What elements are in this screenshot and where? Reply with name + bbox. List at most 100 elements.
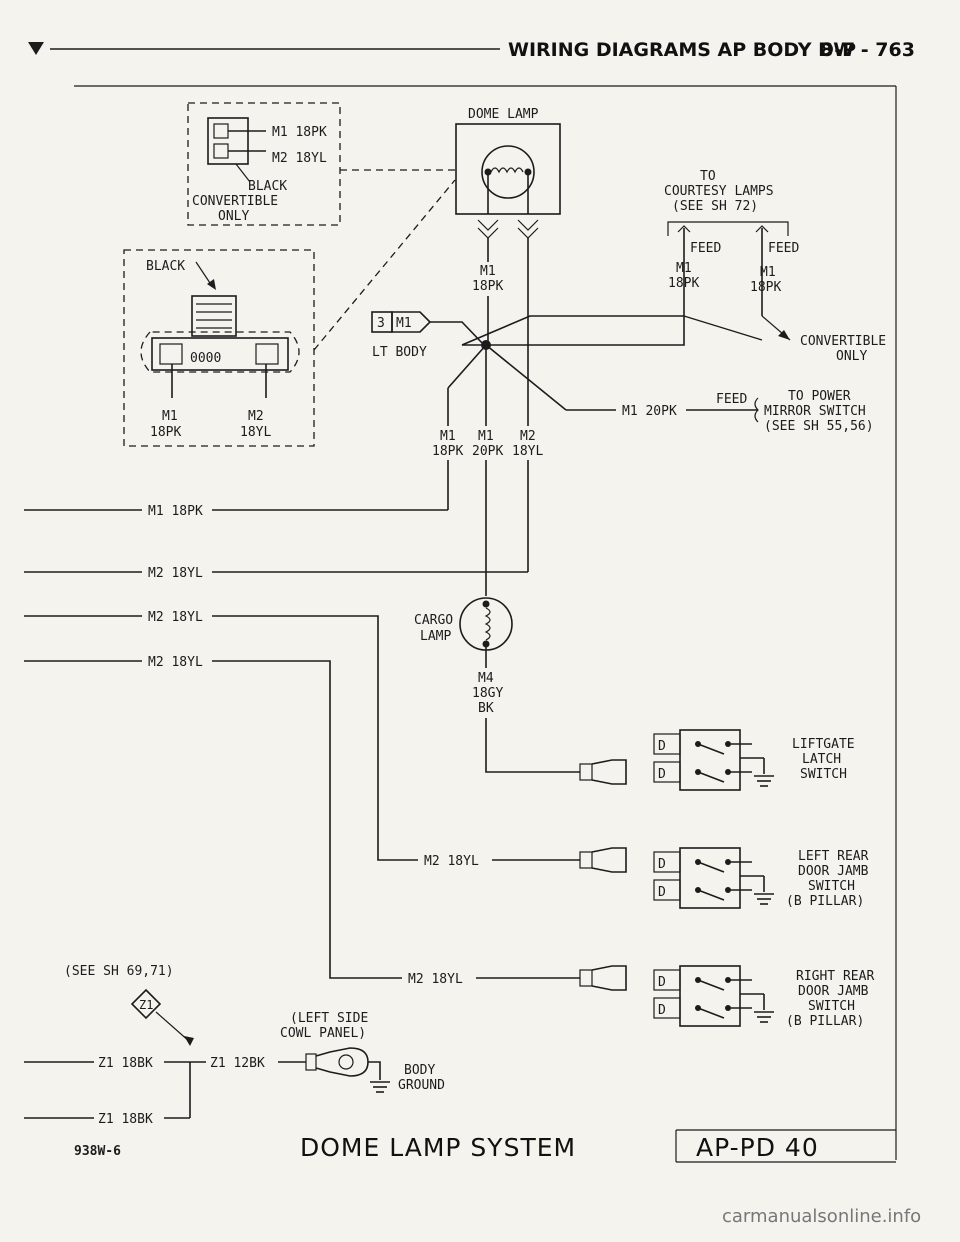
lamp-pin2-wire: 18YL [240, 425, 271, 440]
liftgate-line3: SWITCH [800, 767, 847, 782]
svg-text:D: D [658, 767, 666, 782]
convertible-color-label: BLACK [248, 179, 287, 194]
courtesy-w1-wire: 18PK [668, 276, 699, 291]
svg-text:D: D [658, 1003, 666, 1018]
dome-left-circuit: M1 [480, 264, 496, 279]
trunk-c2: M1 [478, 429, 494, 444]
lamp-pin1-wire: 18PK [150, 425, 181, 440]
cargo-wire3: BK [478, 701, 494, 716]
trunk-labels: M1 M1 M2 18PK 20PK 18YL [432, 429, 543, 459]
left-rear-switch: M2 18YL D D LEFT REAR DOOR JAMB SWITCH (… [424, 847, 869, 909]
ground-section: (SEE SH 69,71) Z1 Z1 18BK Z1 12BK Z1 18B… [24, 964, 445, 1127]
cargo-line2: LAMP [420, 629, 451, 644]
svg-text:0000: 0000 [190, 351, 221, 366]
header-title: WIRING DIAGRAMS AP BODY D-P [508, 39, 856, 61]
footer-page: AP-PD 40 [696, 1133, 819, 1162]
footer-title: DOME LAMP SYSTEM [300, 1133, 576, 1162]
courtesy-w2-wire: 18PK [750, 280, 781, 295]
right-rear-line3: SWITCH [808, 999, 855, 1014]
ground-wire-out: Z1 12BK [210, 1056, 265, 1071]
body-ground-line1: BODY [404, 1063, 435, 1078]
convertible-note-line2: ONLY [218, 209, 249, 224]
courtesy-feed1: FEED [690, 241, 721, 256]
ground-wire-lower: Z1 18BK [98, 1112, 153, 1127]
left-wire3: M2 18YL [148, 610, 203, 625]
header-triangle-icon [28, 42, 44, 55]
courtesy-line3: (SEE SH 72) [672, 199, 758, 214]
convertible-pin2-label: M2 18YL [272, 151, 327, 166]
right-rear-wire: M2 18YL [408, 972, 463, 987]
splice-location: LT BODY [372, 345, 427, 360]
left-rear-line3: SWITCH [808, 879, 855, 894]
trunk-c3: M2 [520, 429, 536, 444]
liftgate-switch: D D LIFTGATE LATCH SWITCH [579, 729, 855, 791]
mirror-feed: FEED [716, 392, 747, 407]
courtesy-line2: COURTESY LAMPS [664, 184, 774, 199]
ground-splice-label: Z1 [139, 998, 153, 1012]
cargo-lamp: CARGO LAMP M4 18GY BK [414, 597, 580, 773]
lamp-connector-color: BLACK [146, 259, 185, 274]
page-footer: 938W-6 DOME LAMP SYSTEM AP-PD 40 [74, 1129, 896, 1163]
svg-text:D: D [658, 857, 666, 872]
right-rear-switch: M2 18YL D D RIGHT REAR DOOR JAMB SWITCH … [408, 965, 874, 1029]
trunk-c1: M1 [440, 429, 456, 444]
cargo-wire2: 18GY [472, 686, 503, 701]
svg-text:D: D [658, 885, 666, 900]
courtesy-lamps-ref: TO COURTESY LAMPS (SEE SH 72) FEED FEED … [664, 169, 886, 364]
left-rear-wire: M2 18YL [424, 854, 479, 869]
left-wire4: M2 18YL [148, 655, 203, 670]
left-rear-line1: LEFT REAR [798, 849, 869, 864]
right-rear-line2: DOOR JAMB [798, 984, 869, 999]
header-page-number: 8W - 763 [820, 39, 915, 61]
mirror-line3: (SEE SH 55,56) [764, 419, 874, 434]
dome-lamp: DOME LAMP M1 18PK [455, 107, 561, 294]
mirror-line1: TO POWER [788, 389, 851, 404]
mirror-ref: M1 20PK FEED TO POWER MIRROR SWITCH (SEE… [622, 389, 874, 434]
left-rear-line2: DOOR JAMB [798, 864, 869, 879]
convertible-note-line1: CONVERTIBLE [192, 194, 278, 209]
lamp-pin1-circuit: M1 [162, 409, 178, 424]
svg-text:D: D [658, 739, 666, 754]
ground-loc1: (LEFT SIDE [290, 1011, 368, 1026]
footer-code: 938W-6 [74, 1144, 121, 1159]
left-wires: M1 18PK M2 18YL M2 18YL M2 18YL [24, 504, 528, 979]
mirror-wire: M1 20PK [622, 404, 677, 419]
trunk-w3: 18YL [512, 444, 543, 459]
convertible-only-label: ONLY [836, 349, 867, 364]
right-rear-line4: (B PILLAR) [786, 1014, 864, 1029]
courtesy-w1-circuit: M1 [676, 261, 692, 276]
dome-lamp-label: DOME LAMP [468, 107, 539, 122]
dome-left-wire: 18PK [472, 279, 503, 294]
left-rear-line4: (B PILLAR) [786, 894, 864, 909]
ground-wire-in: Z1 18BK [98, 1056, 153, 1071]
body-ground-line2: GROUND [398, 1078, 445, 1093]
mirror-line2: MIRROR SWITCH [764, 404, 866, 419]
courtesy-feed2: FEED [768, 241, 799, 256]
right-rear-line1: RIGHT REAR [796, 969, 874, 984]
courtesy-line1: TO [700, 169, 716, 184]
liftgate-line2: LATCH [802, 752, 841, 767]
lamp-pin2-circuit: M2 [248, 409, 264, 424]
convertible-connector: M1 18PK M2 18YL BLACK CONVERTIBLE ONLY [187, 102, 455, 226]
convertible-label: CONVERTIBLE [800, 334, 886, 349]
trunk-w1: 18PK [432, 444, 463, 459]
lamp-connector: BLACK 0000 M1 18PK M2 18YL [123, 179, 456, 447]
page-header: WIRING DIAGRAMS AP BODY D-P 8W - 763 [28, 39, 915, 61]
lt-body-splice: 3 M1 LT BODY [371, 311, 491, 360]
svg-text:D: D [658, 975, 666, 990]
convertible-pin1-label: M1 18PK [272, 125, 327, 140]
ground-loc2: COWL PANEL) [280, 1026, 366, 1041]
courtesy-w2-circuit: M1 [760, 265, 776, 280]
splice-circuit: M1 [396, 316, 412, 331]
trunk-w2: 20PK [472, 444, 503, 459]
left-wire1: M1 18PK [148, 504, 203, 519]
ground-see-ref: (SEE SH 69,71) [64, 964, 174, 979]
cargo-wire1: M4 [478, 671, 494, 686]
splice-code: 3 [377, 316, 385, 331]
cargo-line1: CARGO [414, 613, 453, 628]
left-wire2: M2 18YL [148, 566, 203, 581]
liftgate-line1: LIFTGATE [792, 737, 855, 752]
watermark: carmanualsonline.info [722, 1206, 921, 1227]
